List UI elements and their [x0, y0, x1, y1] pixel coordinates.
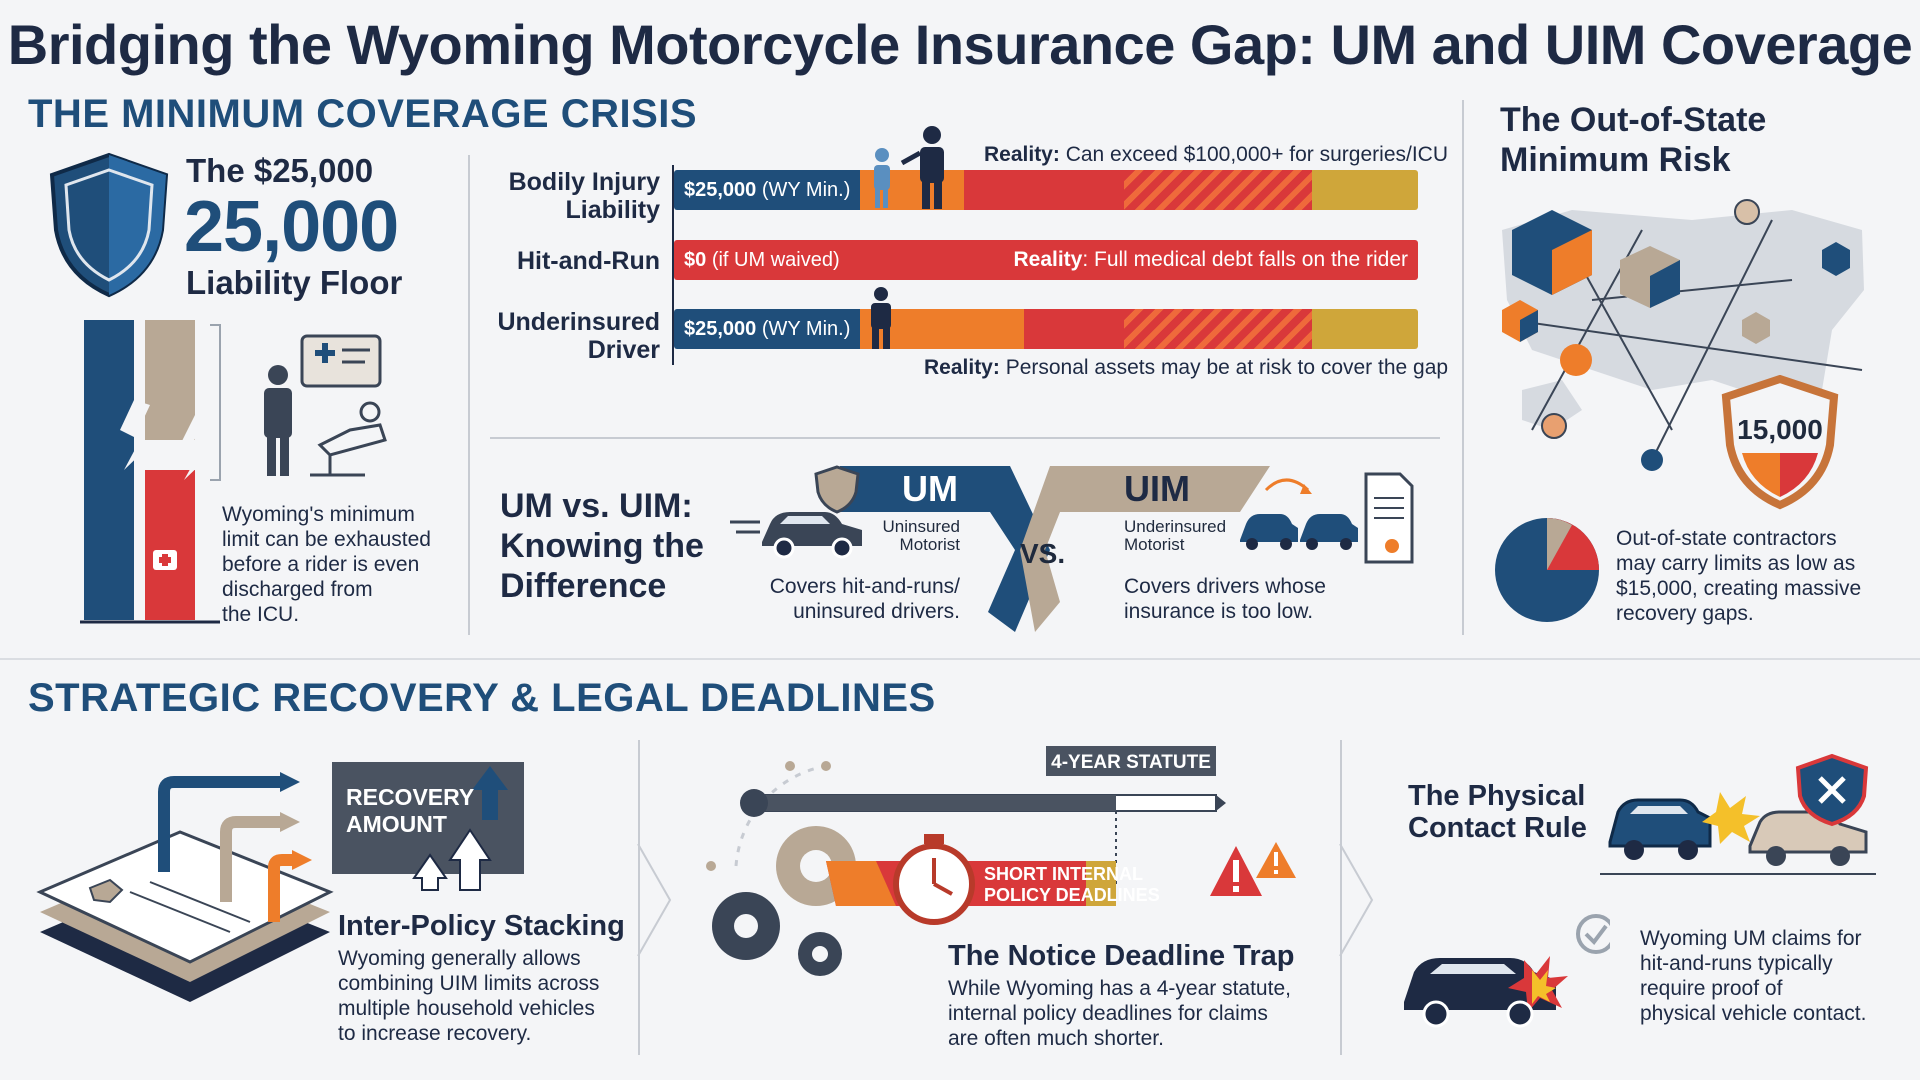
uim-label: UIM: [1124, 468, 1190, 509]
recovery-amount-badge: [332, 762, 524, 891]
page-title: Bridging the Wyoming Motorcycle Insuranc…: [7, 13, 1913, 76]
divider: [1462, 100, 1464, 635]
stacked-policies-graphic: [36, 772, 334, 1002]
divider: [468, 155, 470, 635]
deadline-timeline-graphic: [706, 746, 1296, 976]
cars-document-icon: [1240, 472, 1414, 564]
vs-label: VS.: [1020, 538, 1066, 569]
bar-axis: [672, 165, 674, 365]
divider: [638, 740, 640, 1055]
crashed-car-icon: [1404, 914, 1610, 1028]
um-uim-ribbon-graphic: [840, 466, 1270, 632]
doctor-patient-icon: [264, 334, 387, 477]
deadline-heading: The Notice Deadline Trap: [948, 940, 1295, 972]
liability-floor-caption: Wyoming's minimum limit can be exhausted…: [222, 503, 431, 626]
divider: [1340, 740, 1342, 1055]
chevron-right-icon: [637, 843, 672, 957]
people-icon: [874, 126, 944, 209]
section-heading-recovery: STRATEGIC RECOVERY & LEGAL DEADLINES: [28, 676, 936, 720]
out-of-state-shield-value: 15,000: [1737, 414, 1823, 445]
deadline-text: While Wyoming has a 4-year statute,inter…: [948, 977, 1291, 1050]
coverage-bar-bodily-injury: $25,000 (WY Min.): [674, 170, 1418, 210]
shield-icon: [49, 152, 169, 298]
liability-floor-number: 25,000: [184, 187, 399, 267]
stacking-heading: Inter-Policy Stacking: [338, 910, 625, 942]
divider: [0, 658, 1920, 660]
shield-icon: [814, 465, 860, 514]
chevron-right-icon: [1339, 843, 1374, 957]
car-icon: [730, 512, 862, 559]
coverage-bar-hit-and-run: $0 (if UM waived) Reality: Full medical …: [674, 240, 1418, 280]
broken-bar-graphic: [80, 320, 221, 624]
statute-label: 4-YEAR STATUTE: [1051, 752, 1211, 773]
um-label: UM: [902, 468, 958, 509]
um-description: Covers hit-and-runs/uninsured drivers.: [769, 575, 960, 623]
section-heading-crisis: THE MINIMUM COVERAGE CRISIS: [28, 92, 698, 136]
shield-icon: [1721, 375, 1839, 510]
liability-floor-line1: The $25,000: [186, 152, 374, 189]
bar-label-hit-and-run: Hit-and-Run: [516, 247, 660, 275]
person-icon: [871, 287, 891, 349]
coverage-bar-underinsured: $25,000 (WY Min.): [674, 309, 1418, 349]
collision-cars-icon: [1600, 753, 1876, 875]
us-map-network-graphic: [1502, 199, 1864, 471]
pie-icon: [1495, 518, 1599, 622]
bar-reality-text: Reality: Personal assets may be at risk …: [924, 356, 1449, 379]
liability-floor-line3: Liability Floor: [186, 264, 403, 301]
divider: [490, 437, 1440, 439]
bar-reality-text: Reality: Can exceed $100,000+ for surger…: [984, 143, 1449, 166]
